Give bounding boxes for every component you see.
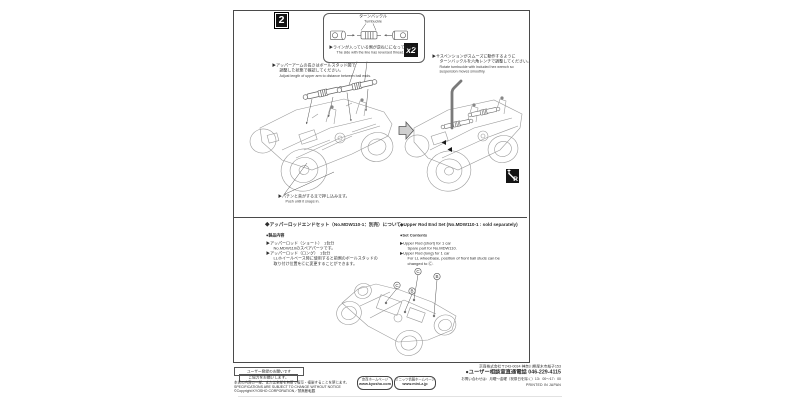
instruction-note-snap: ▶パチンと音がするまで押し込みます。 Push until it snaps i… — [278, 194, 350, 204]
parts-item-1-jp: ▶アッパーロッド（ショート） 1台分 No.MDW110のスペアパーツです。 — [266, 241, 335, 251]
item-desc: For LL wheelbase, position of front ball… — [407, 256, 500, 261]
note-line: Adjust length of upper arm to distance b… — [279, 73, 372, 78]
step-number-badge: 2 — [274, 12, 289, 29]
position-callouts: C B C B — [385, 267, 441, 316]
site2-url: www.mini-z.jp — [402, 380, 428, 386]
registration-line-1: ユーザー登録のお願いです — [246, 368, 291, 374]
parts-item-1-en: ▶Upper Rod (short) for 1 car Spare part … — [400, 241, 457, 251]
user-registration-box-inner: ご協力をお願いします。 — [239, 373, 298, 382]
site2-label: ミニッツ情報ホームページ — [395, 377, 435, 382]
parts-info-contents-en: ●Set Contents — [400, 232, 428, 238]
callout-leader-lines — [348, 61, 368, 86]
callout-letter: B — [435, 274, 438, 279]
snap-note-leaders — [283, 162, 335, 195]
chassis-illustration-left — [249, 77, 394, 195]
user-registration-box: ユーザー登録のお願いです — [233, 367, 304, 376]
parts-item-2-en: ▶Upper Rod (long) for 1 car For LL wheel… — [400, 251, 500, 267]
kyosho-homepage-button: 京商ホームページ www.kyosho.com — [357, 375, 393, 390]
note-line: ▶アッパーアームの長さはボールスタッド間で — [272, 63, 356, 68]
item-desc: Spare part for No.MDW110. — [407, 245, 457, 251]
step-frame — [233, 10, 530, 363]
note-line: Rotate turnbuckle with included hex wren… — [439, 64, 514, 69]
note-line: ターンバックルを六角レンチで調整してください。 — [439, 59, 531, 64]
item-desc: 取り付け位置をⒸに変更することができます。 — [273, 261, 358, 266]
scan-artifact-line — [238, 396, 562, 397]
note-line: 調整した状態で確認してください。 — [279, 68, 344, 73]
legal-line: 本書の内容の一部、または全部を無断で複写・複製することを禁じます。 — [233, 381, 349, 385]
item-name: ▶Upper Rod (long) for 1 car — [400, 251, 450, 256]
legal-text: 本書の内容の一部、または全部を無断で複写・複製することを禁じます。 SPECIF… — [234, 381, 349, 394]
turnbuckle-callout-box — [323, 13, 425, 63]
item-name: ▶アッパーロッド（ショート） 1台分 — [266, 240, 335, 246]
hex-wrench-icon — [450, 79, 463, 130]
legal-line: ©Copyright KYOSHO CORPORATION／禁無断転載 — [233, 389, 315, 394]
instruction-note-turnbuckle: ▶サスペンションがスムーズに動作するように ターンバックルを六角レンチで調整して… — [432, 54, 531, 74]
note-line: suspension moves smoothly. — [439, 69, 486, 74]
item-name: ▶アッパーロッド（ロング） 1台分 — [266, 251, 331, 256]
rotate-arrows — [441, 140, 452, 152]
chassis-overview-illustration: C B C B — [336, 267, 457, 356]
chassis-illustration-right — [404, 79, 523, 192]
callout-letter: C — [416, 269, 420, 274]
site1-label: 京商ホームページ — [361, 377, 389, 382]
item-desc: LLホイールベース時に使用すると前側のボールスタッドの — [273, 256, 378, 261]
note-line: Push until it snaps in. — [285, 199, 320, 204]
support-phone: ●ユーザー相談室直通電話 046-229-4115 — [465, 368, 561, 375]
callout-note-jp: ▶ラインが入っている側が逆ねじになっています。 — [329, 45, 421, 50]
callout-letter: B — [410, 289, 413, 294]
parts-info-title-en: ◆Upper Rod End Set (No.MDW110-1 : sold s… — [399, 221, 518, 227]
parts-item-2-jp: ▶アッパーロッド（ロング） 1台分 LLホイールベース時に使用すると前側のボール… — [266, 251, 378, 267]
part-label-jp: ターンバックル — [359, 14, 387, 19]
support-hours: お問い合わせは：月曜～金曜（祝祭日を除く）13：00～17：00 — [461, 377, 561, 381]
legal-line: SPECIFICATIONS ARE SUBJECT TO CHANGE WIT… — [233, 385, 341, 389]
miniz-homepage-button: ミニッツ情報ホームページ www.mini-z.jp — [394, 375, 436, 390]
company-address: 京商株式会社〒243-0034 神奈川県厚木市船子153 — [479, 364, 561, 369]
quantity-badge: x2 — [404, 43, 418, 57]
part-label-en: Turnbuckle — [364, 19, 382, 24]
callout-letter: C — [395, 283, 399, 288]
install-arrows — [305, 88, 369, 125]
item-desc: changed to Ⓒ. — [407, 261, 434, 266]
parts-info-contents-jp: ●製品内容 — [266, 232, 285, 238]
note-line: ▶パチンと音がするまで押し込みます。 — [278, 194, 350, 199]
instruction-note-upper-arm: ▶アッパーアームの長さはボールスタッド間で 調整した状態で確認してください。 A… — [272, 63, 371, 78]
callout-note-en: The side with the line has reversed thre… — [336, 50, 405, 55]
item-desc: No.MDW110のスペアパーツです。 — [273, 245, 336, 251]
printed-in-japan: PRINTED IN JAPAN — [525, 383, 561, 387]
section-divider — [234, 217, 527, 218]
note-line: ▶サスペンションがスムーズに動作するように — [432, 54, 516, 59]
next-step-arrow-icon — [398, 120, 415, 141]
turnbuckle-diagram — [330, 23, 408, 40]
site1-url: www.kyosho.com — [359, 380, 391, 386]
registration-line-2: ご協力をお願いします。 — [248, 375, 289, 380]
tool-r-letter: R — [513, 176, 518, 183]
callout-part-label: ターンバックル Turnbuckle — [323, 14, 423, 24]
tool-r-badge: R — [506, 169, 519, 183]
parts-info-title-jp: ◆アッパーロッドエンドセット（No.MDW110-1：別売）について — [265, 221, 401, 227]
item-name: ▶Upper Rod (short) for 1 car — [400, 240, 451, 246]
callout-note: ▶ラインが入っている側が逆ねじになっています。 The side with th… — [329, 45, 420, 55]
wrench-icon — [507, 169, 516, 181]
